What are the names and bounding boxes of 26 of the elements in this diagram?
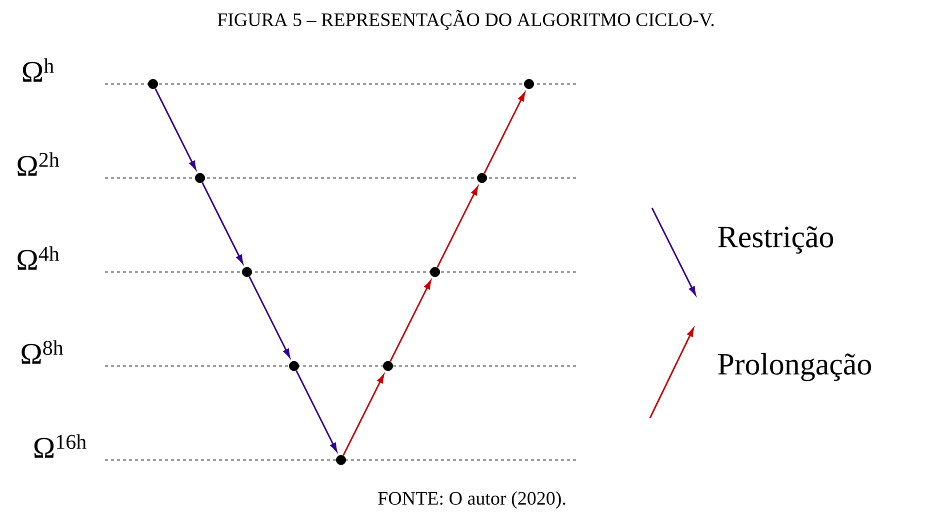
grid-point (477, 173, 487, 183)
grid-point (289, 361, 299, 371)
arrow (154, 88, 196, 170)
grid-point (383, 361, 393, 371)
figure-caption: FONTE: O autor (2020). (378, 491, 566, 509)
grid-point (336, 455, 346, 465)
arrow (484, 92, 526, 174)
level-label: Ω$^{h}$ (22, 58, 54, 82)
level-label: Ω$^{16h}$ (34, 434, 86, 458)
legend-label: Restrição (718, 226, 834, 254)
level-label: Ω$^{2h}$ (18, 152, 60, 176)
grid-point (195, 173, 205, 183)
arrow (202, 182, 244, 264)
level-label: Ω$^{8h}$ (22, 340, 64, 364)
grid-point (242, 267, 252, 277)
legend-label: Prolongação (718, 352, 871, 382)
arrow (296, 370, 338, 452)
figure-title: FIGURA 5 – REPRESENTAÇÃO DO ALGORITMO CICLO-V. (218, 10, 714, 30)
grid-point (148, 79, 158, 89)
arrow (342, 374, 384, 456)
arrow (248, 276, 290, 358)
arrow (436, 186, 478, 268)
level-label: Ω$^{4h}$ (18, 246, 60, 270)
arrow (390, 280, 432, 362)
grid-point (430, 267, 440, 277)
grid-point (524, 79, 534, 89)
